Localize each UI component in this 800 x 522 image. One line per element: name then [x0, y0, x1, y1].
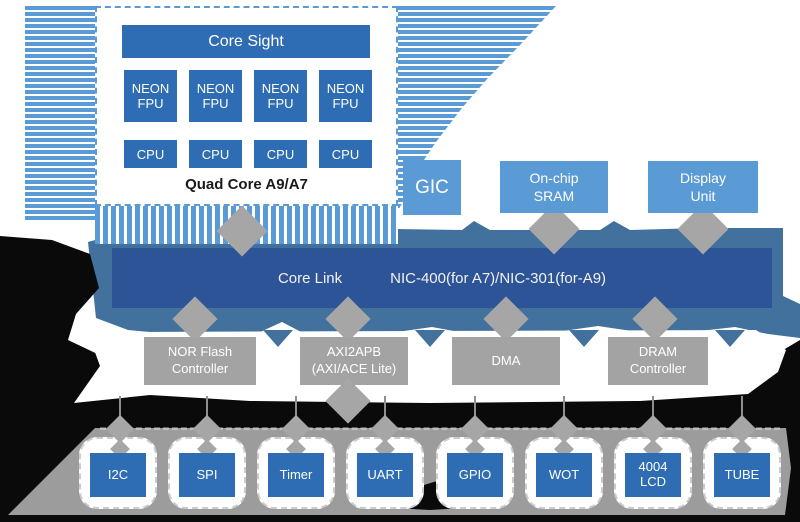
dram-controller-block: DRAM Controller — [608, 337, 708, 385]
axi2apb-block: AXI2APB (AXI/ACE Lite) — [300, 337, 408, 385]
core-link-label: Core Link — [277, 269, 343, 287]
brush-texture-left-column — [25, 6, 95, 222]
cpu-block: CPU — [189, 140, 242, 168]
connector-line — [206, 396, 208, 432]
connector-line — [652, 396, 654, 432]
core-link-bus-bar: Core Link NIC-400(for A7)/NIC-301(for-A9… — [112, 248, 772, 308]
uart-block: UART — [357, 453, 413, 497]
lcd-4004-block: 4004 LCD — [625, 453, 681, 497]
connector-line — [119, 396, 121, 432]
timer-block: Timer — [268, 453, 324, 497]
nor-flash-controller-block: NOR Flash Controller — [144, 337, 256, 385]
connector-line — [474, 396, 476, 432]
neon-fpu-block: NEON FPU — [254, 70, 307, 122]
nic-label: NIC-400(for A7)/NIC-301(for-A9) — [390, 269, 607, 287]
cpu-block: CPU — [254, 140, 307, 168]
connector-line — [741, 396, 743, 432]
gic-block: GIC — [403, 160, 461, 215]
core-sight-block: Core Sight — [122, 25, 370, 58]
onchip-sram-block: On-chip SRAM — [500, 161, 608, 213]
quad-core-caption: Quad Core A9/A7 — [185, 176, 308, 193]
connector-line — [295, 396, 297, 432]
spi-block: SPI — [179, 453, 235, 497]
quad-core-cluster-box: Core Sight NEON FPU NEON FPU NEON FPU NE… — [95, 6, 398, 206]
dma-block: DMA — [452, 337, 560, 385]
neon-fpu-block: NEON FPU — [189, 70, 242, 122]
band-stitch-edge — [100, 427, 780, 430]
connector-line — [563, 396, 565, 432]
cpu-block: CPU — [319, 140, 372, 168]
display-unit-block: Display Unit — [648, 161, 758, 213]
wot-block: WOT — [536, 453, 592, 497]
i2c-block: I2C — [90, 453, 146, 497]
connector-line — [384, 396, 386, 432]
neon-fpu-block: NEON FPU — [124, 70, 177, 122]
neon-fpu-block: NEON FPU — [319, 70, 372, 122]
cpu-block: CPU — [124, 140, 177, 168]
gpio-block: GPIO — [447, 453, 503, 497]
core-sight-label: Core Sight — [208, 32, 284, 50]
tube-block: TUBE — [714, 453, 770, 497]
